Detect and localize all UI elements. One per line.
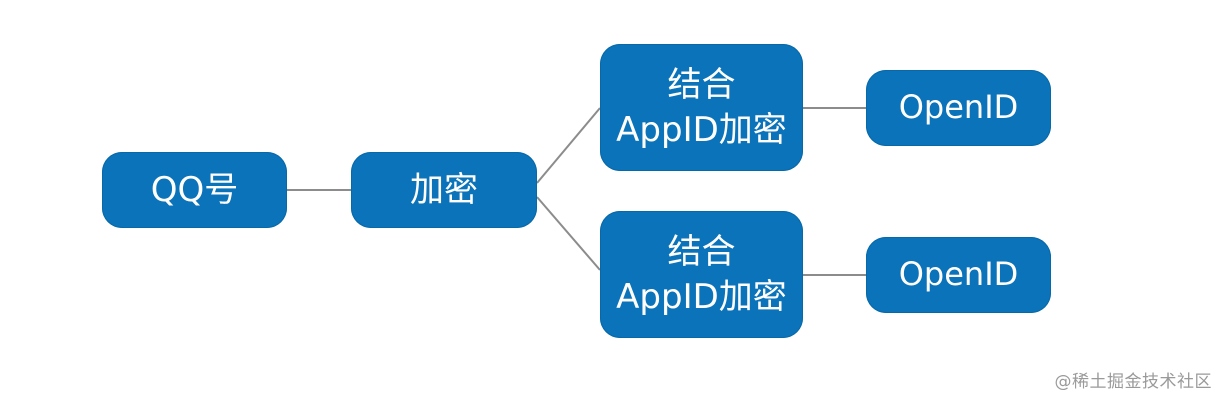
node-openid-top: OpenID: [866, 70, 1051, 146]
node-qq-number: QQ号: [102, 152, 287, 228]
node-openid-bottom: OpenID: [866, 237, 1051, 313]
node-openid-bottom-label: OpenID: [898, 255, 1019, 294]
node-qq-number-label: QQ号: [150, 169, 239, 210]
node-openid-top-label: OpenID: [898, 88, 1019, 127]
node-encrypt: 加密: [351, 152, 537, 228]
node-combine-appid-top: 结合 AppID加密: [600, 44, 803, 171]
node-combine-appid-bottom-text: 结合 AppID加密: [616, 230, 787, 318]
node-encrypt-label: 加密: [410, 169, 478, 210]
node-combine-appid-bottom-line1: 结合: [667, 232, 736, 273]
node-combine-appid-top-line2: AppID加密: [616, 109, 787, 150]
node-combine-appid-top-line1: 结合: [667, 65, 736, 106]
watermark-text: @稀土掘金技术社区: [1054, 372, 1212, 392]
connector-encrypt-to-combine-top: [536, 107, 601, 184]
node-combine-appid-bottom-line2: AppID加密: [616, 276, 787, 317]
connector-encrypt-to-combine-bottom: [536, 196, 601, 271]
node-combine-appid-top-text: 结合 AppID加密: [616, 63, 787, 151]
node-combine-appid-bottom: 结合 AppID加密: [600, 211, 803, 338]
